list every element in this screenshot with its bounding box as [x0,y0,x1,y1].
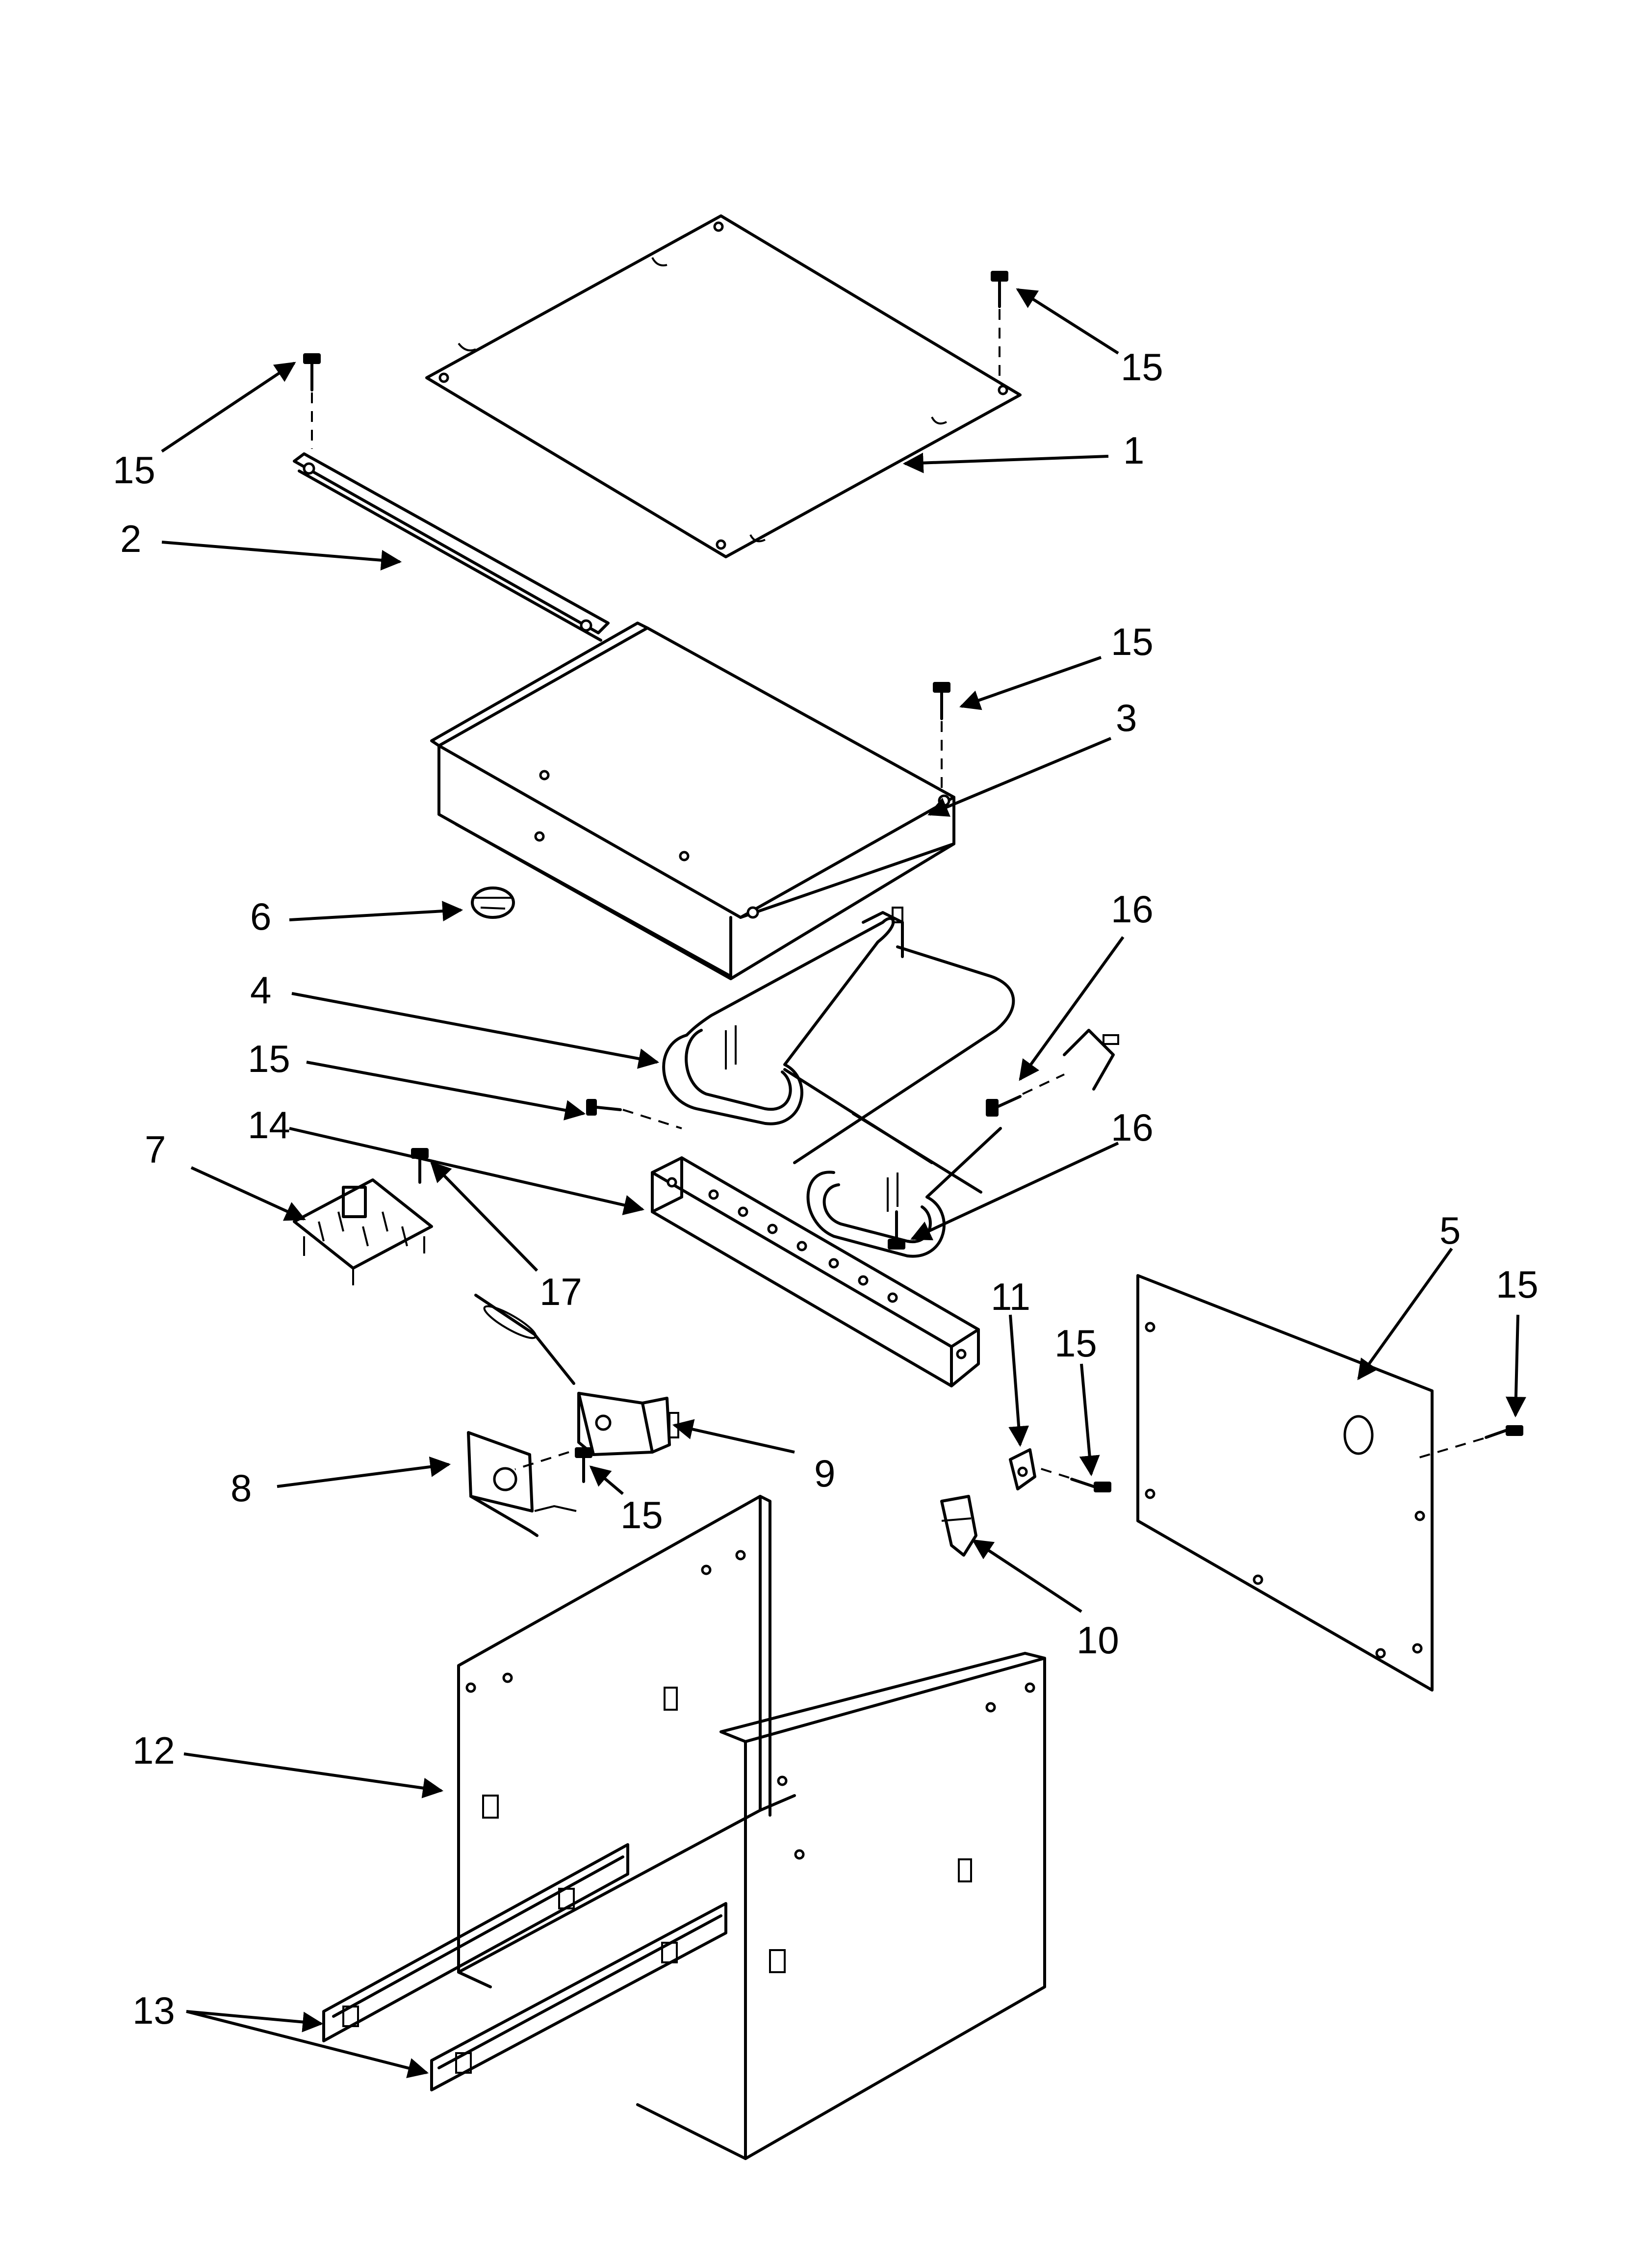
callout-15-clip: 15 [1054,1322,1097,1365]
callout-1: 1 [1123,429,1144,472]
callout-14: 14 [248,1103,290,1147]
screw-15-clip [1034,1466,1111,1492]
screw-15-bracket [586,1099,682,1129]
callout-4: 4 [250,968,271,1012]
callout-15-side-panel: 15 [1496,1263,1539,1306]
part-11-clip [1009,1448,1036,1490]
callout-15-top-left: 15 [113,448,155,492]
callout-15-plate: 15 [620,1493,663,1537]
callout-3: 3 [1116,696,1137,739]
callout-16-upper: 16 [1111,887,1154,931]
part-8-mounting-plate [467,1431,577,1537]
callout-10: 10 [1077,1618,1119,1662]
screw-15-top-left [303,353,321,449]
screw-15-side-panel [1412,1425,1523,1460]
callout-5: 5 [1439,1209,1461,1252]
leader-lines [161,288,1526,2079]
callout-13: 13 [132,1989,175,2032]
part-9-timer-control [474,1294,679,1456]
callout-labels: 15 15 1 2 15 3 6 16 4 15 14 16 7 17 5 15… [113,345,1539,2032]
part-5-side-panel [1136,1274,1434,1692]
part-14-terminal-bracket [651,1156,980,1387]
part-12-cabinet-wrapper [457,1495,1046,2160]
part-7-control-board [293,1178,433,1285]
part-13-drawer-slides [322,1843,727,2091]
callout-7: 7 [145,1128,166,1171]
part-2-bracket-strip [293,452,610,642]
part-10-connector [940,1495,977,1557]
callout-15-bracket: 15 [248,1037,290,1080]
callout-15-tray: 15 [1111,620,1154,663]
callout-8: 8 [231,1466,252,1510]
callout-17: 17 [539,1270,582,1313]
callout-2: 2 [120,517,141,560]
callout-9: 9 [814,1452,835,1495]
callout-15-top-right: 15 [1121,345,1163,389]
callout-12: 12 [132,1729,175,1772]
callout-11: 11 [991,1275,1030,1318]
screw-17-board [411,1148,429,1184]
part-6-thermostat [471,886,515,919]
part-3-housing-tray [430,622,955,980]
callout-16-lower: 16 [1111,1106,1154,1149]
part-4-heating-element [662,907,1119,1258]
screw-15-top-right [991,271,1008,378]
screw-15-plate [514,1447,592,1483]
screw-16-upper [986,1073,1065,1117]
screw-16-lower [888,1210,905,1250]
screw-15-tray [933,682,950,790]
callout-6: 6 [250,895,271,938]
part-1-top-cover [425,214,1022,558]
